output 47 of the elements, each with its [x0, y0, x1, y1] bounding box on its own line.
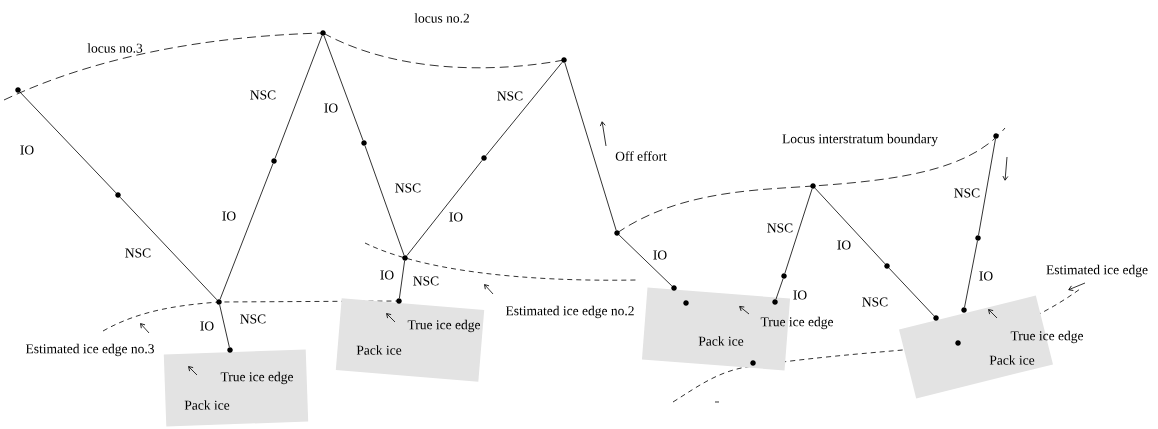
track-line	[564, 62, 617, 231]
edge-label: IO	[18, 144, 36, 156]
pack-ice-area: True ice edge Pack ice	[899, 295, 1084, 399]
track-line	[964, 240, 978, 308]
track-line	[485, 61, 563, 157]
track-line	[364, 145, 405, 256]
edge-label: NSC	[123, 247, 153, 259]
pack-ice-area: True ice edge Pack ice	[335, 298, 485, 382]
edge-label: IO	[651, 249, 669, 261]
track-line	[978, 138, 996, 236]
track-line	[814, 187, 886, 265]
edge-label: NSC	[393, 182, 423, 194]
track-line	[19, 91, 117, 194]
annotation: Locus interstratum boundary	[782, 133, 938, 147]
edge-label: NSC	[765, 222, 795, 234]
pack-ice-area: True ice edge Pack ice	[163, 349, 309, 427]
annotation: Off effort	[615, 151, 667, 161]
edge-label: NSC	[248, 89, 278, 101]
track-line	[406, 159, 483, 257]
annotation: NSC	[240, 314, 266, 324]
edge-label: NSC	[495, 90, 525, 102]
annotation: NSC	[413, 276, 439, 286]
track-line	[274, 35, 323, 159]
edge-label: IO	[220, 210, 238, 222]
track-line	[219, 304, 230, 348]
edge-label: IO	[835, 239, 853, 251]
edge-label: IO	[447, 211, 465, 223]
track-line	[618, 234, 673, 287]
track-line	[219, 163, 274, 300]
edge-label: IO	[977, 270, 995, 282]
edge-label: IO	[322, 102, 340, 114]
track-line	[784, 188, 813, 274]
annotation: locus no.3	[87, 43, 143, 53]
annotation: Estimated ice edge	[1046, 264, 1148, 278]
track-line	[399, 260, 405, 299]
edge-label: NSC	[860, 296, 890, 308]
track-line	[119, 196, 218, 301]
track-line	[323, 35, 364, 141]
edge-label: IO	[198, 320, 216, 332]
annotation: locus no.2	[414, 13, 469, 23]
annotation: Estimated ice edge no.3	[25, 343, 154, 357]
track-line	[888, 267, 935, 317]
annotation: Estimated ice edge no.2	[505, 305, 634, 319]
edge-label: NSC	[952, 187, 982, 199]
edge-label: IO	[791, 289, 809, 301]
edge-label: IO	[378, 269, 396, 281]
track-line	[775, 278, 784, 300]
